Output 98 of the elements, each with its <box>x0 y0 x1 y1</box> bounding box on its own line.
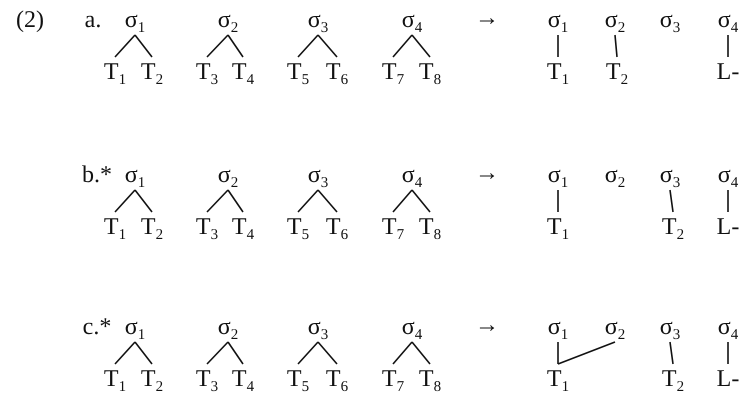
association-line <box>727 190 729 212</box>
tone-symbol: T$_{2}$ <box>662 215 684 239</box>
tone-symbol: L- <box>716 215 740 239</box>
association-line <box>392 189 413 213</box>
tone-symbol: L- <box>716 367 740 391</box>
tone-symbol: T$_{5}$ <box>286 60 310 84</box>
association-line <box>317 341 338 365</box>
syllable-symbol: σ$_{3}$ <box>660 8 680 32</box>
tone-symbol: T$_{5}$ <box>286 215 310 239</box>
association-line <box>114 341 136 365</box>
syllable-symbol: σ$_{3}$ <box>660 315 680 339</box>
tone-symbol: L- <box>716 60 740 84</box>
association-line <box>297 34 319 58</box>
syllable-symbol: σ$_{2}$ <box>604 315 626 339</box>
syllable-symbol: σ$_{4}$ <box>402 315 422 339</box>
tone-symbol: T$_{1}$ <box>546 215 570 239</box>
tone-symbol: T$_{6}$ <box>326 60 348 84</box>
association-line <box>557 190 559 212</box>
tone-symbol: T$_{2}$ <box>140 367 164 391</box>
association-line <box>557 35 559 57</box>
tone-symbol: T$_{6}$ <box>326 215 348 239</box>
tone-symbol: T$_{2}$ <box>140 215 164 239</box>
tone-symbol: T$_{1}$ <box>104 367 126 391</box>
association-line <box>411 34 431 58</box>
association-line <box>297 189 319 213</box>
association-line <box>669 342 674 364</box>
association-line <box>411 342 431 364</box>
tone-symbol: T$_{4}$ <box>232 215 254 239</box>
association-line <box>317 34 338 58</box>
example-letter: c.* <box>82 315 112 339</box>
rewrite-arrow: → <box>475 6 499 30</box>
syllable-symbol: σ$_{4}$ <box>402 163 422 187</box>
syllable-symbol: σ$_{3}$ <box>308 8 328 32</box>
example-number: (2) <box>16 8 44 32</box>
tone-symbol: T$_{7}$ <box>382 367 404 391</box>
syllable-symbol: σ$_{2}$ <box>604 163 626 187</box>
rewrite-arrow: → <box>475 313 499 337</box>
association-line <box>134 34 153 58</box>
tone-symbol: T$_{5}$ <box>286 367 310 391</box>
tone-symbol: T$_{1}$ <box>546 367 570 391</box>
association-line <box>297 341 319 365</box>
tone-symbol: T$_{6}$ <box>326 367 348 391</box>
association-line <box>227 34 244 58</box>
syllable-symbol: σ$_{2}$ <box>218 163 238 187</box>
association-line <box>114 189 136 213</box>
association-line <box>317 189 338 213</box>
example-letter: a. <box>84 8 102 32</box>
association-line <box>411 190 431 212</box>
tone-symbol: T$_{2}$ <box>662 367 684 391</box>
association-line <box>227 342 244 364</box>
syllable-symbol: σ$_{3}$ <box>660 163 680 187</box>
tone-symbol: T$_{3}$ <box>196 367 218 391</box>
tone-symbol: T$_{8}$ <box>418 367 442 391</box>
association-line <box>392 341 413 365</box>
association-line <box>206 341 229 365</box>
association-line <box>134 342 153 364</box>
syllable-symbol: σ$_{3}$ <box>308 163 328 187</box>
association-line <box>557 342 559 364</box>
syllable-symbol: σ$_{1}$ <box>548 315 568 339</box>
syllable-symbol: σ$_{4}$ <box>402 8 422 32</box>
syllable-symbol: σ$_{3}$ <box>308 315 328 339</box>
association-line <box>392 34 413 58</box>
syllable-symbol: σ$_{2}$ <box>218 8 238 32</box>
association-line <box>134 190 153 212</box>
tone-symbol: T$_{4}$ <box>232 367 254 391</box>
tone-symbol: T$_{8}$ <box>418 60 442 84</box>
tone-symbol: T$_{3}$ <box>196 60 218 84</box>
association-line <box>206 34 229 58</box>
tone-symbol: T$_{1}$ <box>104 215 126 239</box>
tone-symbol: T$_{2}$ <box>140 60 164 84</box>
rewrite-arrow: → <box>475 161 499 185</box>
syllable-symbol: σ$_{1}$ <box>548 8 568 32</box>
association-line <box>614 34 618 58</box>
association-line <box>669 190 674 212</box>
syllable-symbol: σ$_{1}$ <box>124 8 146 32</box>
tone-symbol: T$_{4}$ <box>232 60 254 84</box>
tone-symbol: T$_{1}$ <box>104 60 126 84</box>
association-line <box>114 34 136 58</box>
syllable-symbol: σ$_{1}$ <box>124 163 146 187</box>
association-line <box>206 189 229 213</box>
tone-symbol: T$_{2}$ <box>606 60 628 84</box>
syllable-symbol: σ$_{2}$ <box>218 315 238 339</box>
tone-symbol: T$_{8}$ <box>418 215 442 239</box>
association-line <box>727 35 729 57</box>
syllable-symbol: σ$_{1}$ <box>548 163 568 187</box>
association-line <box>227 190 244 212</box>
association-line <box>727 342 729 364</box>
syllable-symbol: σ$_{4}$ <box>718 163 738 187</box>
syllable-symbol: σ$_{1}$ <box>124 315 146 339</box>
tone-symbol: T$_{7}$ <box>382 215 404 239</box>
tone-symbol: T$_{7}$ <box>382 60 404 84</box>
syllable-symbol: σ$_{4}$ <box>718 315 738 339</box>
association-line <box>558 341 616 365</box>
example-letter: b.* <box>82 163 112 187</box>
tone-symbol: T$_{3}$ <box>196 215 218 239</box>
syllable-symbol: σ$_{4}$ <box>718 8 738 32</box>
syllable-symbol: σ$_{2}$ <box>604 8 626 32</box>
tone-symbol: T$_{1}$ <box>546 60 570 84</box>
